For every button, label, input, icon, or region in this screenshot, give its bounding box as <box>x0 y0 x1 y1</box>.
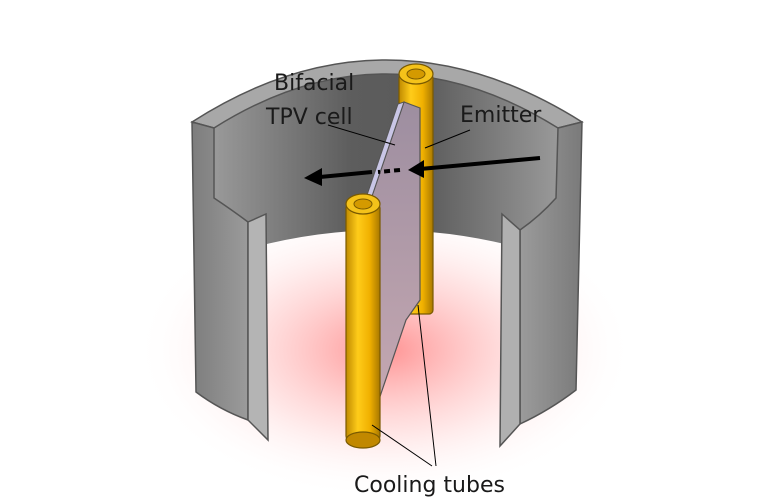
cooling-tube-front-bottom <box>345 431 381 449</box>
cooling-tube-front-bore <box>353 198 373 210</box>
label-bifacial: Bifacial <box>274 71 354 96</box>
label-emitter: Emitter <box>460 103 542 128</box>
leader-cooling-back <box>417 304 437 467</box>
emitter-wall-right-edge <box>499 212 521 448</box>
leader-cooling-front <box>371 424 433 467</box>
label-cooling-tubes: Cooling tubes <box>354 473 505 498</box>
label-tpv-cell: TPV cell <box>265 105 353 130</box>
cooling-tube-back-bore <box>406 68 426 80</box>
emitter-wall-left-edge <box>247 212 269 442</box>
leader-emitter <box>424 129 471 149</box>
cooling-tube-front <box>345 203 381 441</box>
leader-cell <box>327 124 396 146</box>
heat-flow-arrow <box>304 156 541 186</box>
